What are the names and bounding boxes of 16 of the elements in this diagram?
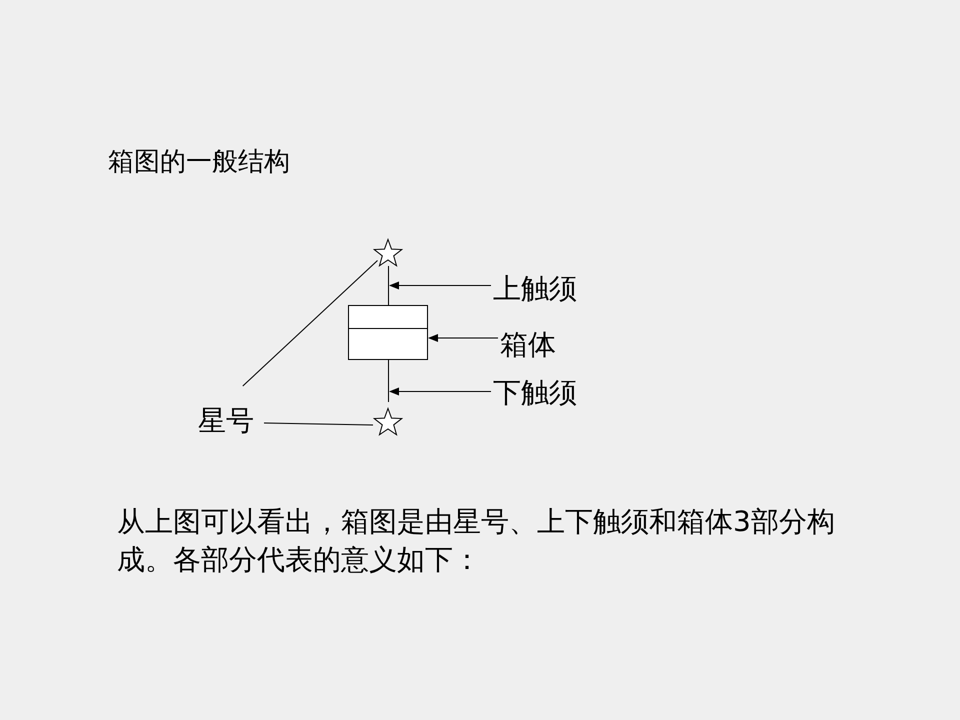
title: 箱图的一般结构 (108, 146, 290, 178)
part-label: 星号 (198, 404, 254, 438)
arrow (428, 334, 498, 342)
part-label: 上触须 (493, 272, 577, 306)
whisker-line (388, 360, 389, 402)
leader-line (264, 422, 374, 426)
arrow (389, 388, 492, 396)
leader-line (242, 260, 378, 386)
caption: 从上图可以看出，箱图是由星号、上下触须和箱体3部分构成。各部分代表的意义如下： (117, 504, 836, 578)
part-label: 箱体 (500, 328, 556, 362)
star-symbol (373, 238, 403, 268)
part-label: 下触须 (493, 376, 577, 410)
arrow (389, 282, 492, 290)
star-symbol (373, 407, 403, 437)
whisker-line (388, 266, 389, 305)
box-drawing (348, 305, 428, 360)
